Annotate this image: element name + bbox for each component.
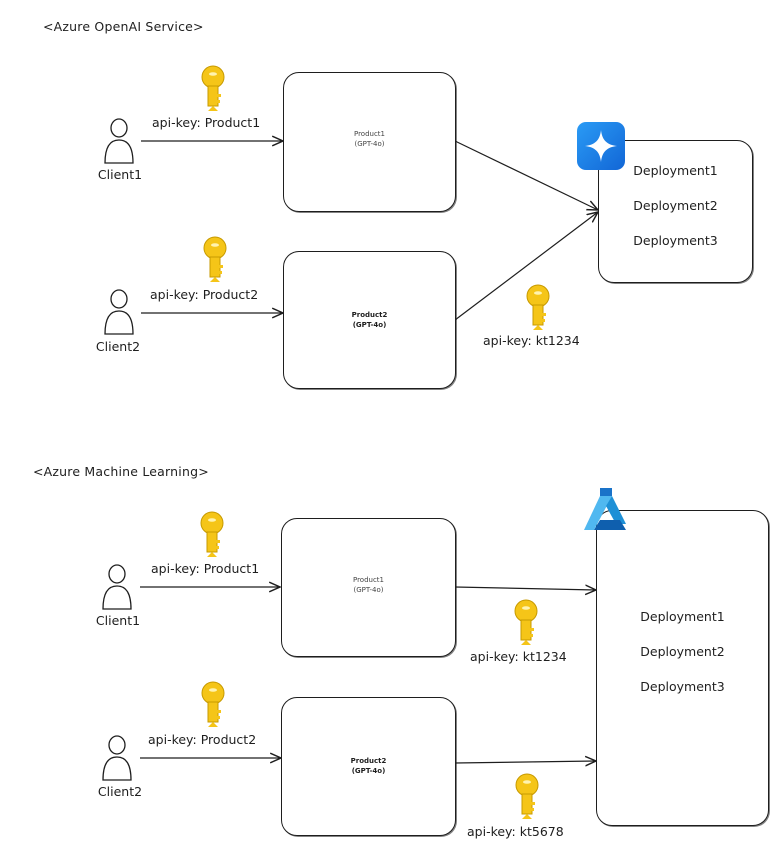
azure-openai-icon [577,122,625,170]
person-icon [104,289,134,335]
arrow-product2-ml-deployments [454,761,596,763]
ml-product2-model: (GPT-4o) [351,767,386,775]
ml-product2-box: Product2 (GPT-4o) [281,697,456,836]
person-icon [104,118,134,164]
person-icon [102,564,132,610]
product1-box: Product1 (GPT-4o) [283,72,456,212]
arrow-product1-ml-deployments [454,587,596,590]
client1-key-label: api-key: Product1 [152,115,261,130]
ml-client1-label: Client1 [95,613,141,628]
ml-product1-box: Product1 (GPT-4o) [281,518,456,657]
product1-name: Product1 [353,130,386,138]
key-icon [203,236,227,282]
ml-product1-name: Product1 [352,576,385,584]
ml-client1-key-label: api-key: Product1 [151,561,260,576]
ml-client2-label: Client2 [97,784,143,799]
key-icon [200,511,224,557]
ml-client2-key-label: api-key: Product2 [148,732,257,747]
product2-model: (GPT-4o) [352,321,387,329]
key-icon [201,65,225,111]
ml-backend-key1-label: api-key: kt1234 [470,649,567,664]
ml-deployment2-label: Deployment2 [640,644,725,659]
deployment1-label: Deployment1 [633,163,718,178]
section-title-ml: <Azure Machine Learning> [33,464,209,479]
ml-product1-model: (GPT-4o) [353,586,384,594]
ml-deployment3-label: Deployment3 [640,679,725,694]
deployment3-label: Deployment3 [633,233,718,248]
key-icon [201,681,225,727]
product1-model: (GPT-4o) [354,140,385,148]
key-icon [526,284,550,330]
arrow-product2-deployments [454,212,598,321]
ml-deployments-box: Deployment1 Deployment2 Deployment3 [596,510,769,826]
product2-box: Product2 (GPT-4o) [283,251,456,389]
backend-key-label: api-key: kt1234 [483,333,580,348]
ml-deployment1-label: Deployment1 [640,609,725,624]
key-icon [515,773,539,819]
azure-machine-learning-icon [584,488,626,530]
product2-name: Product2 [351,311,388,319]
arrow-product1-deployments [454,140,598,210]
ml-backend-key2-label: api-key: kt5678 [467,824,564,839]
key-icon [514,599,538,645]
section-title-openai: <Azure OpenAI Service> [43,19,204,34]
client2-label: Client2 [95,339,141,354]
ml-product2-name: Product2 [350,757,387,765]
client1-label: Client1 [97,167,143,182]
deployment2-label: Deployment2 [633,198,718,213]
client2-key-label: api-key: Product2 [150,287,259,302]
person-icon [102,735,132,781]
